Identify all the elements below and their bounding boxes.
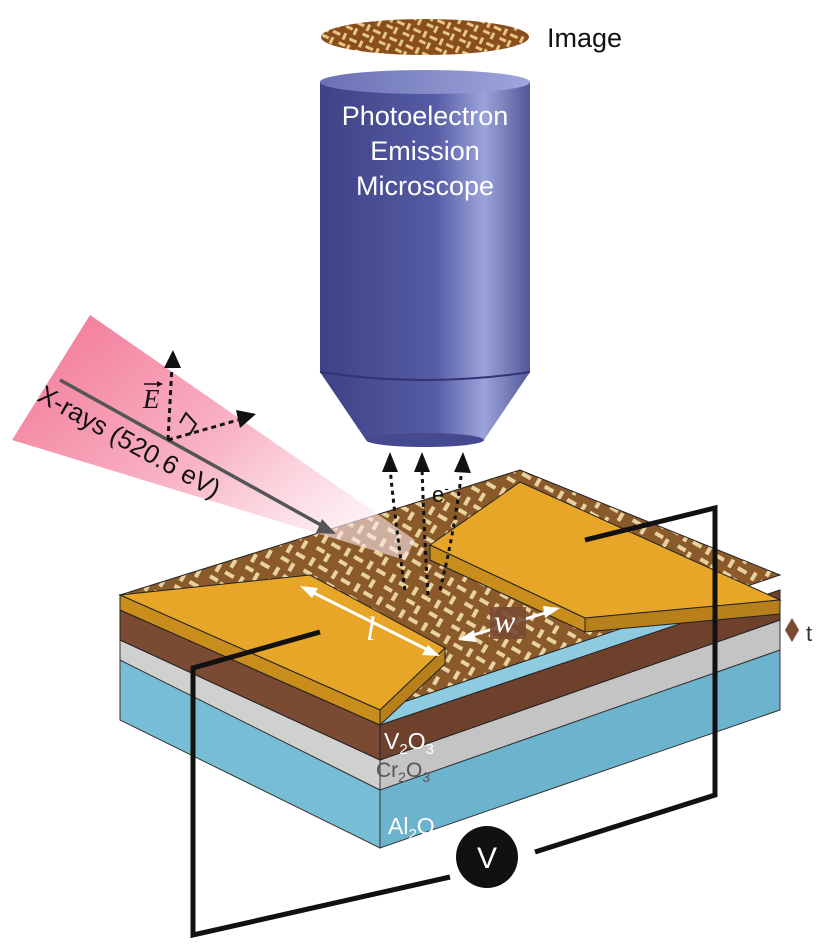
electron-label: e- <box>432 480 449 507</box>
cr2o3-layer <box>119 619 781 791</box>
width-arrow <box>458 606 560 642</box>
efield-label: E <box>142 384 160 414</box>
electron-paths <box>382 452 471 596</box>
length-label: l <box>366 611 375 648</box>
v2o3-label: V2O3 <box>384 728 434 758</box>
image-disc <box>321 19 529 55</box>
efield-arrows <box>164 350 256 442</box>
length-arrow <box>300 586 440 656</box>
microscope-label-line3: Microscope <box>356 171 494 201</box>
xray-beam <box>12 315 415 560</box>
microscope <box>319 70 531 447</box>
microscope-label-line2: Emission <box>370 136 480 166</box>
thickness-indicator <box>785 618 799 642</box>
efield-vector-icon <box>144 381 163 387</box>
voltmeter-label: V <box>477 842 497 875</box>
microscope-label-line1: Photoelectron <box>342 101 509 131</box>
circuit-wires <box>190 504 718 939</box>
image-label: Image <box>547 23 622 53</box>
al2o3-label: Al2O3 <box>388 813 443 843</box>
width-label: w <box>494 603 516 639</box>
cr2o3-label: Cr2O3 <box>376 759 430 785</box>
voltmeter <box>456 826 518 888</box>
thickness-label: t <box>806 621 812 646</box>
